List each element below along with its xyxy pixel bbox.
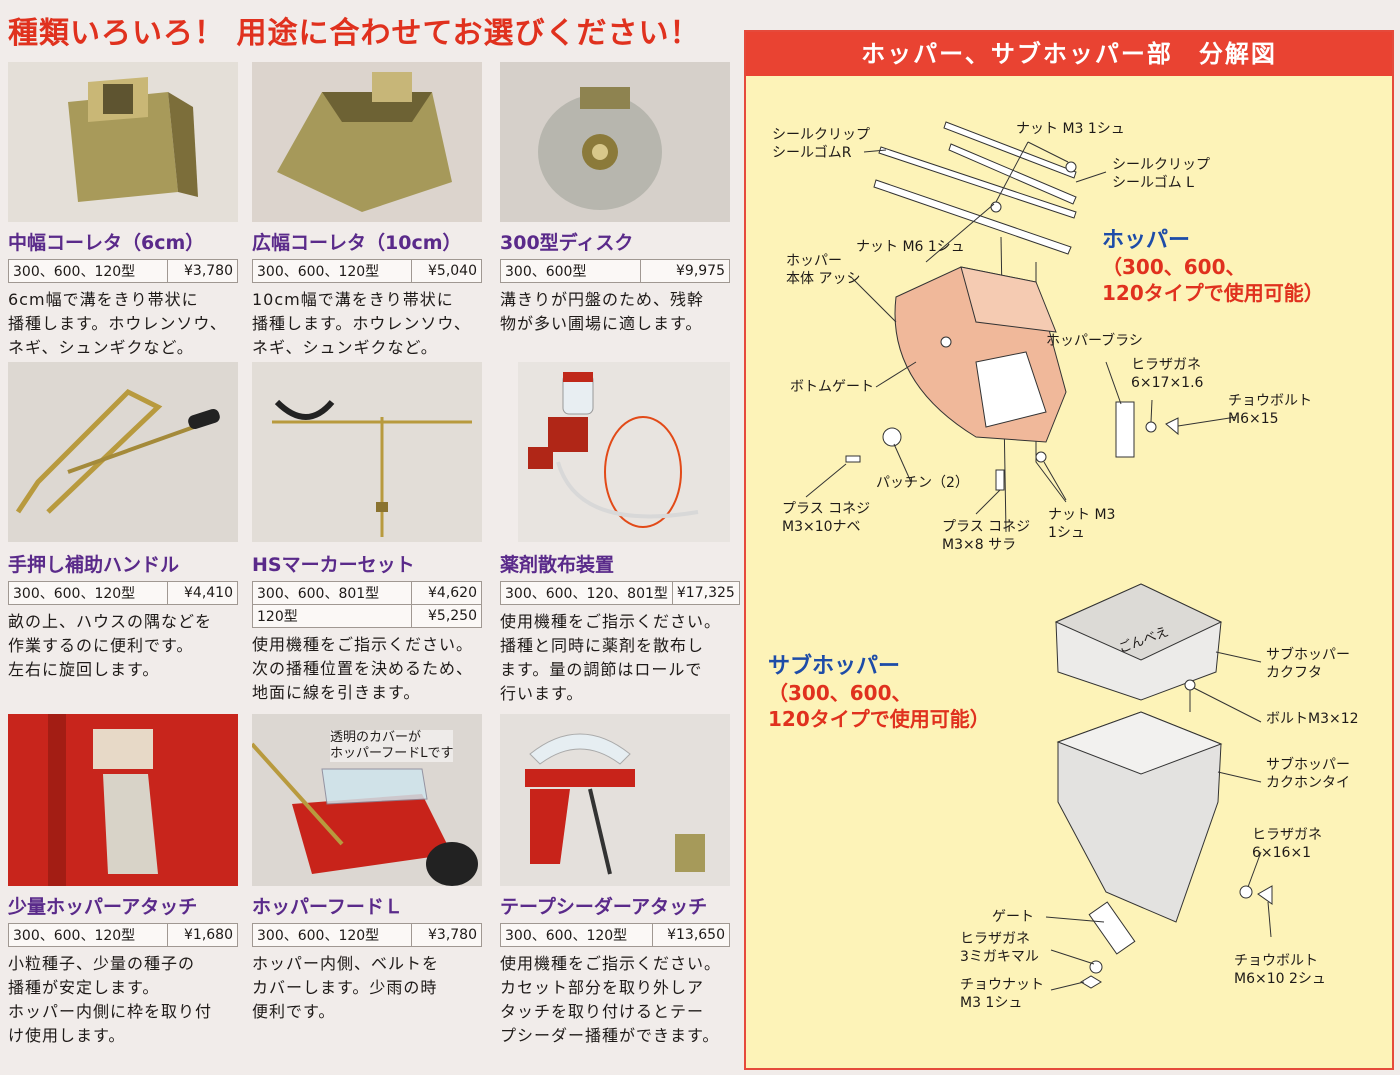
product-name: HSマーカーセット [252, 554, 415, 576]
model-cell: 300、600、801型 [252, 581, 412, 605]
product-card: 300型ディスク 300、600型 ¥9,975 溝きりが円盤のため、残幹物が多… [500, 62, 731, 336]
model-cell: 300、600、120、801型 [500, 581, 673, 605]
price-cell: ¥13,650 [651, 923, 731, 947]
product-photo-collector-10cm [252, 62, 482, 222]
label-bottom-gate: ボトムゲート [790, 379, 874, 395]
product-name: テープシーダーアタッチ [500, 896, 708, 918]
product-card: 薬剤散布装置 300、600、120、801型 ¥17,325 使用機種をご指示… [500, 362, 740, 706]
price-table: 300、600、120型 ¥3,780 [8, 259, 239, 283]
product-photo-hopper-hood: 透明のカバーがホッパーフードLです [252, 714, 482, 886]
model-cell: 300、600、120型 [252, 923, 412, 947]
price-table: 300、600、120型 ¥1,680 [8, 923, 239, 947]
product-photo-tape-seeder [500, 714, 730, 886]
price-table: 300、600、801型 ¥4,620 120型 ¥5,250 [252, 581, 483, 628]
product-card: 少量ホッパーアタッチ 300、600、120型 ¥1,680 小粒種子、少量の種… [8, 714, 239, 1048]
product-name: 広幅コーレタ（10cm） [252, 232, 462, 254]
price-cell: ¥1,680 [166, 923, 239, 947]
product-photo-small-hopper [8, 714, 238, 886]
product-card: 手押し補助ハンドル 300、600、120型 ¥4,410 畝の上、ハウスの隅な… [8, 362, 239, 682]
price-cell: ¥9,975 [639, 259, 731, 283]
price-cell: ¥5,250 [410, 604, 483, 628]
price-cell: ¥3,780 [410, 923, 483, 947]
product-description: 10cm幅で溝をきり帯状に播種します。ホウレンソウ、ネギ、シュンギクなど。 [252, 290, 471, 357]
price-cell: ¥5,040 [410, 259, 483, 283]
product-name: 手押し補助ハンドル [8, 554, 180, 576]
product-card: 透明のカバーがホッパーフードLです ホッパーフードＬ 300、600、120型 … [252, 714, 483, 1024]
price-cell: ¥3,780 [166, 259, 239, 283]
product-description: 使用機種をご指示ください。カセット部分を取り外しアタッチを取り付けるとテープシー… [500, 954, 722, 1045]
product-name: ホッパーフードＬ [252, 896, 403, 918]
model-cell: 300、600、120型 [500, 923, 653, 947]
exploded-diagram [805, 121, 1273, 991]
price-cell: ¥4,620 [410, 581, 483, 605]
model-cell: 300、600、120型 [8, 259, 168, 283]
model-cell: 300、600、120型 [8, 923, 168, 947]
headline: 種類いろいろ！ 用途に合わせてお選びください！ [8, 16, 701, 51]
price-table: 300、600、120、801型 ¥17,325 [500, 581, 740, 605]
product-photo-sprayer [518, 362, 730, 542]
product-description: 小粒種子、少量の種子の播種が安定します。ホッパー内側に枠を取り付け使用します。 [8, 954, 213, 1045]
product-description: 使用機種をご指示ください。播種と同時に薬剤を散布します。量の調節はロールで行いま… [500, 612, 722, 703]
price-table: 300、600、120型 ¥3,780 [252, 923, 483, 947]
product-name: 薬剤散布装置 [500, 554, 615, 576]
product-card: 広幅コーレタ（10cm） 300、600、120型 ¥5,040 10cm幅で溝… [252, 62, 483, 360]
price-table: 300、600、120型 ¥5,040 [252, 259, 483, 283]
label-sub-lid: サブホッパーカクフタ [1266, 647, 1350, 681]
product-name: 少量ホッパーアタッチ [8, 896, 198, 918]
product-description: ホッパー内側、ベルトをカバーします。少雨の時便利です。 [252, 954, 440, 1021]
product-description: 6cm幅で溝をきり帯状に播種します。ホウレンソウ、ネギ、シュンギクなど。 [8, 290, 227, 357]
label-seal-clip-r: シールクリップシールゴムR [772, 127, 870, 161]
label-hopper-body: ホッパー本体 アッシ [786, 253, 861, 287]
label-hopper-brush: ホッパーブラシ [1046, 333, 1143, 349]
model-cell: 300、600型 [500, 259, 641, 283]
product-card: HSマーカーセット 300、600、801型 ¥4,620 120型 ¥5,25… [252, 362, 483, 705]
price-table: 300、600型 ¥9,975 [500, 259, 731, 283]
product-description: 溝きりが円盤のため、残幹物が多い圃場に適します。 [500, 290, 705, 333]
price-table: 300、600、120型 ¥13,650 [500, 923, 731, 947]
callout-text: 透明のカバーがホッパーフードLです [330, 730, 454, 762]
label-bolt-m3x12: ボルトM3×12 [1266, 711, 1359, 727]
label-seal-clip-l: シールクリップシールゴム L [1112, 157, 1210, 191]
label-nut-m3-top: ナット M3 1シュ [1016, 121, 1125, 137]
subhopper-section-title: サブホッパー （300、600、 120タイプで使用可能） [768, 654, 990, 731]
model-cell: 120型 [252, 604, 412, 628]
product-name: 300型ディスク [500, 232, 634, 254]
label-gate: ゲート [992, 909, 1034, 925]
product-photo-disk [500, 62, 730, 222]
product-card: テープシーダーアタッチ 300、600、120型 ¥13,650 使用機種をご指… [500, 714, 731, 1048]
label-nut-m6: ナット M6 1シュ [856, 239, 965, 255]
price-table: 300、600、120型 ¥4,410 [8, 581, 239, 605]
exploded-diagram-panel: ホッパー、サブホッパー部 分解図 [744, 30, 1394, 1070]
product-photo-collector-6cm [8, 62, 238, 222]
hopper-section-title: ホッパー （300、600、 120タイプで使用可能） [1102, 228, 1324, 305]
product-description: 使用機種をご指示ください。次の播種位置を決めるため、地面に線を引きます。 [252, 635, 474, 702]
product-card: 中幅コーレタ（6cm） 300、600、120型 ¥3,780 6cm幅で溝をき… [8, 62, 239, 360]
model-cell: 300、600、120型 [252, 259, 412, 283]
product-name: 中幅コーレタ（6cm） [8, 232, 205, 254]
label-sub-body: サブホッパーカクホンタイ [1266, 757, 1350, 791]
product-description: 畝の上、ハウスの隅などを作業するのに便利です。左右に旋回します。 [8, 612, 213, 679]
price-cell: ¥17,325 [671, 581, 740, 605]
panel-title: ホッパー、サブホッパー部 分解図 [746, 32, 1392, 76]
label-patchin: パッチン（2） [876, 475, 969, 491]
price-cell: ¥4,410 [166, 581, 239, 605]
model-cell: 300、600、120型 [8, 581, 168, 605]
product-photo-marker [252, 362, 482, 542]
product-photo-handle [8, 362, 238, 542]
